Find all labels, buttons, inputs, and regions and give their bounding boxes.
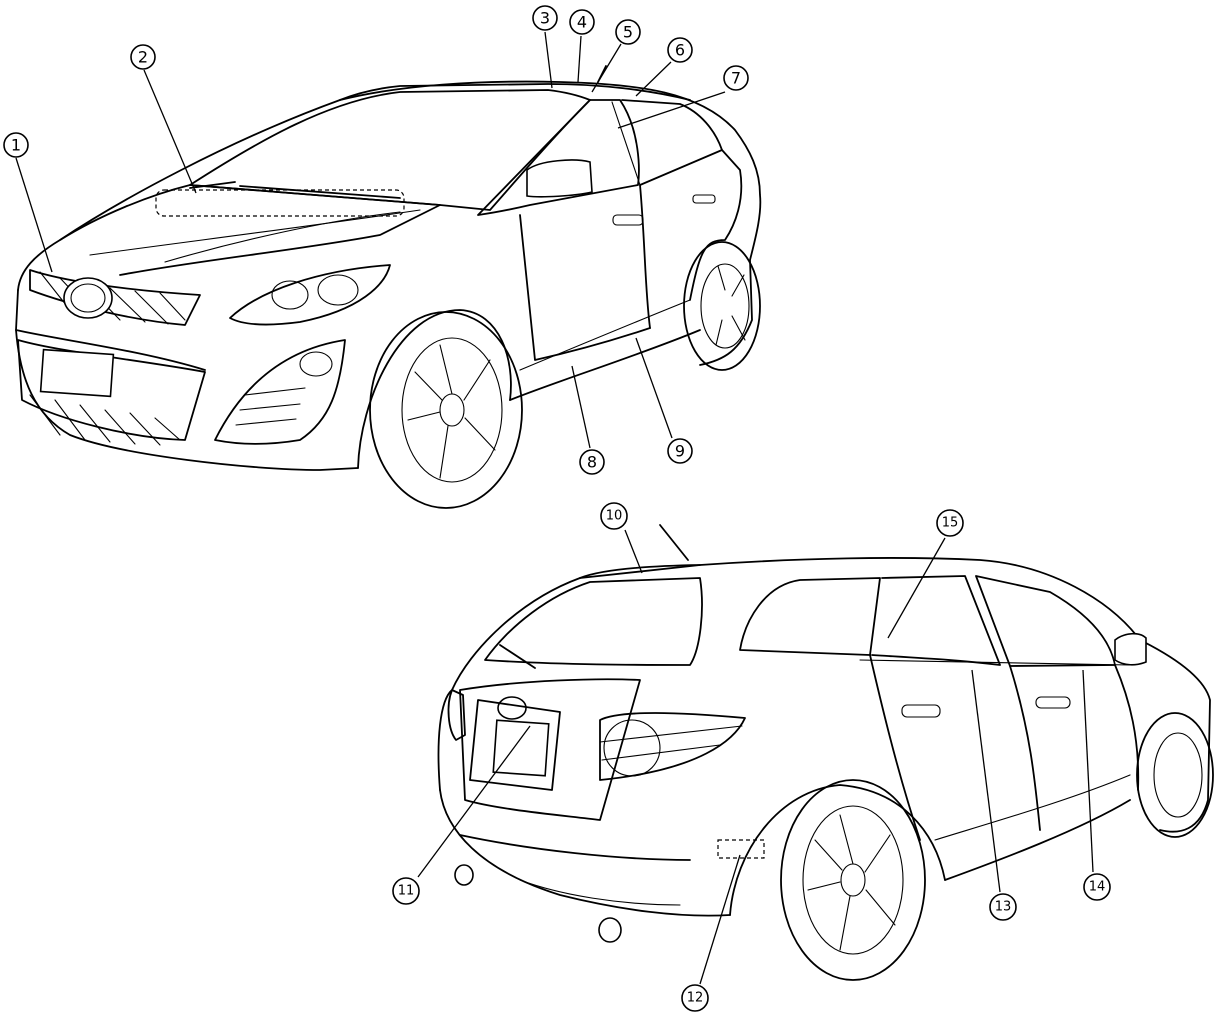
callout-15: 15 (936, 509, 964, 537)
callout-3: 3 (532, 5, 558, 31)
callout-label-3: 3 (540, 9, 550, 28)
callout-1: 1 (3, 132, 29, 158)
callout-label-8: 8 (587, 453, 597, 472)
callout-label-5: 5 (623, 23, 633, 42)
callout-label-10: 10 (606, 509, 623, 524)
callout-label-12: 12 (687, 991, 704, 1006)
callout-label-4: 4 (577, 13, 587, 32)
leader-lines (15, 31, 1094, 985)
callout-label-13: 13 (995, 900, 1012, 915)
callout-8: 8 (579, 449, 605, 475)
callout-label-14: 14 (1089, 880, 1106, 895)
callout-label-15: 15 (942, 516, 959, 531)
callout-6: 6 (667, 37, 693, 63)
callout-label-11: 11 (398, 884, 415, 899)
callout-4: 4 (569, 9, 595, 35)
callout-14: 14 (1083, 873, 1111, 901)
front-view-car (15, 65, 762, 509)
callout-7: 7 (723, 65, 749, 91)
callout-label-9: 9 (675, 442, 685, 461)
callout-10: 10 (600, 502, 628, 530)
callout-12: 12 (681, 984, 709, 1012)
callout-label-6: 6 (675, 41, 685, 60)
callout-2: 2 (130, 44, 156, 70)
callout-9: 9 (667, 438, 693, 464)
callout-13: 13 (989, 893, 1017, 921)
callout-label-1: 1 (11, 136, 21, 155)
callout-11: 11 (392, 877, 420, 905)
rear-view-car (437, 524, 1214, 981)
callout-label-7: 7 (731, 69, 741, 88)
callout-label-2: 2 (138, 48, 148, 67)
callout-5: 5 (615, 19, 641, 45)
